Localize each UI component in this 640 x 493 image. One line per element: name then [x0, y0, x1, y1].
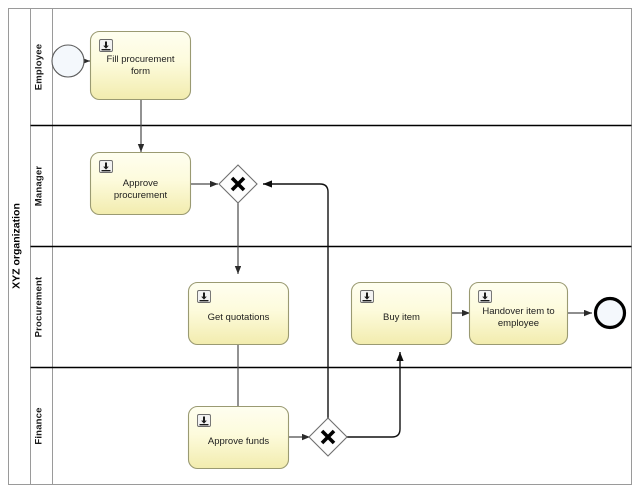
gateway-1-x-stroke-2 [230, 176, 246, 192]
task-handover-item-box[interactable] [468, 281, 569, 346]
task-buy-item[interactable]: Buy item [350, 281, 453, 346]
task-get-quotations[interactable]: Get quotations [187, 281, 290, 346]
lane-label-procurement: Procurement [34, 276, 45, 337]
task-approve-funds-label: Approve funds [208, 436, 270, 447]
task-buy-item-box[interactable] [350, 281, 453, 346]
task-fill-procurement-form-label-line2: form [131, 66, 150, 77]
user-task-icon [99, 160, 113, 173]
gateway-1-exclusive[interactable] [218, 164, 258, 204]
task-fill-procurement-form[interactable]: Fill procurement form [89, 30, 192, 101]
task-approve-funds[interactable]: Approve funds [187, 405, 290, 470]
task-approve-procurement[interactable]: Approve procurement [89, 151, 192, 216]
user-task-icon [478, 290, 492, 303]
gateway-2-exclusive[interactable] [308, 417, 348, 457]
gateway-2-x-stroke-2 [320, 429, 336, 445]
lane-employee: Employee [30, 8, 632, 126]
task-get-quotations-label: Get quotations [208, 312, 270, 323]
flow-gateway-2-to-buy-item [346, 352, 404, 438]
sequence-flows [82, 57, 592, 441]
lane-label-finance: Finance [34, 407, 45, 444]
task-approve-procurement-label-line2: procurement [114, 190, 168, 201]
user-task-icon [197, 414, 211, 427]
task-fill-procurement-form-label-line1: Fill procurement [106, 54, 174, 65]
lane-manager: Manager [30, 125, 632, 247]
start-event[interactable] [51, 44, 85, 78]
pool-label: XYZ organization [11, 203, 23, 289]
user-task-icon [360, 290, 374, 303]
task-approve-funds-box[interactable] [187, 405, 290, 470]
task-handover-item[interactable]: Handover item to employee [468, 281, 569, 346]
end-event-circle[interactable] [593, 296, 627, 330]
task-fill-procurement-form-box[interactable] [89, 30, 192, 101]
task-handover-item-label-line1: Handover item to [482, 306, 554, 317]
user-task-icon [99, 39, 113, 52]
flow-gateway-2-to-gateway-1 [263, 180, 329, 419]
lane-label-manager: Manager [34, 166, 45, 207]
task-approve-procurement-label-line1: Approve [123, 178, 158, 189]
start-event-circle[interactable] [51, 44, 85, 78]
task-handover-item-label-line2: employee [498, 318, 539, 329]
end-event[interactable] [593, 296, 627, 330]
task-approve-procurement-box[interactable] [89, 151, 192, 216]
lane-label-employee: Employee [34, 44, 45, 90]
task-get-quotations-box[interactable] [187, 281, 290, 346]
user-task-icon [197, 290, 211, 303]
task-buy-item-label: Buy item [383, 312, 420, 323]
